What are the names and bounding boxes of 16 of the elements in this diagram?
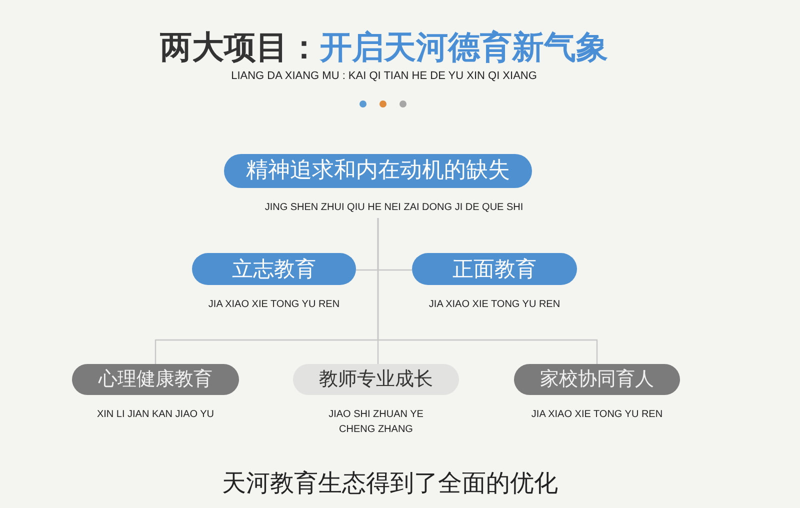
pinyin-text: JIA XIAO XIE TONG YU REN	[208, 298, 340, 312]
pinyin-text: JING SHEN ZHUI QIU HE NEI ZAI DONG JI DE QUE SHI	[264, 201, 524, 215]
pinyin-text: JIA XIAO XIE TONG YU REN	[531, 408, 663, 422]
pinyin-text: JIAO SHI ZHUAN YE CHENG ZHANG	[328, 408, 424, 437]
pill-box: 精神追求和内在动机的缺失	[224, 154, 532, 188]
title: 两大项目：开启天河德育新气象	[159, 27, 609, 68]
pinyin-text: JIA XIAO XIE TONG YU REN	[428, 298, 560, 312]
pill-box: 正面教育	[412, 253, 577, 285]
pinyin-subtitle: LIANG DA XIANG MU : KAI QI TIAN HE DE YU XIN QI XIANG	[230, 70, 538, 82]
pinyin-text: XIN LI JIAN KAN JIAO YU	[96, 408, 216, 422]
pill-box: 教师专业成长	[293, 364, 459, 395]
connector-line	[377, 218, 598, 364]
pill-box: 立志教育	[192, 253, 356, 285]
pill-box: 心理健康教育	[72, 364, 239, 395]
caption: 天河教育生态得到了全面的优化	[221, 468, 559, 499]
pill-box: 家校协同育人	[514, 364, 680, 395]
